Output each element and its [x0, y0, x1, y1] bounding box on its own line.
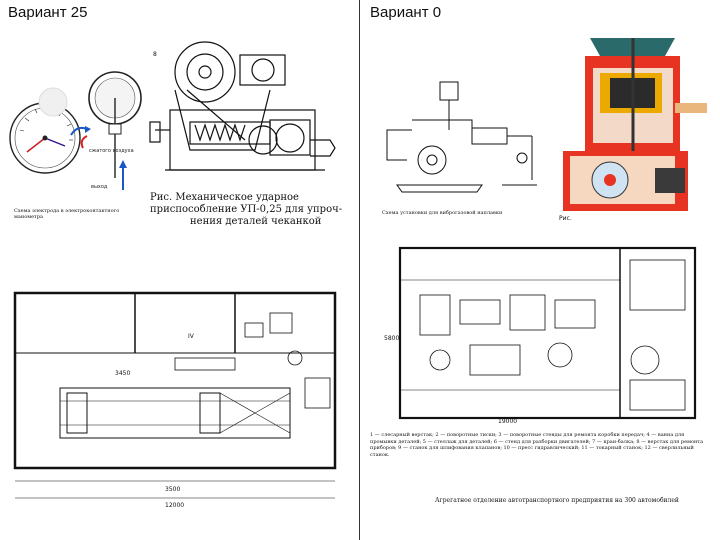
plan-legend: 1 — слесарный верстак; 2 — поворотные ти…: [370, 432, 704, 458]
workshop-floor-plan-left: 3450 3500 12000 IV: [13, 291, 337, 508]
device-caption-line-2: приспособление УП-0,25 для упроч-: [150, 204, 343, 215]
gauge-label-air: сжатого воздуха: [89, 148, 134, 154]
schematic-caption: Схема установки для виброгазовой наплавк…: [382, 210, 503, 216]
cutaway-colored-drawing: Рис.: [559, 38, 707, 222]
device-caption-line-3: нения деталей чеканкой: [190, 216, 322, 227]
device-caption-line-1: Рис. Механическое ударное: [150, 192, 299, 203]
pressure-gauge-drawing: сжатого воздуха выход: [9, 71, 142, 190]
plan-dimension-1: 3450: [115, 370, 130, 377]
device-part-label: 8: [153, 51, 157, 58]
gauge-label-out: выход: [91, 184, 108, 190]
plan-depth-dimension: 5800: [384, 335, 399, 342]
gauge-caption: Схема электрода в электроконтактного ман…: [14, 208, 120, 220]
vibration-surfacing-schematic: [386, 81, 537, 193]
slide-divider: [359, 0, 360, 540]
plan-caption: Агрегатное отделение автотранспортного п…: [435, 497, 679, 504]
left-variant-title: Вариант 25: [8, 4, 88, 21]
workshop-floor-plan-right: 19000 5800: [384, 246, 697, 425]
plan-dimension-3: 12000: [165, 502, 184, 508]
device-caption: Рис. Механическое ударное приспособление…: [150, 192, 355, 228]
plan-width-dimension: 19000: [498, 418, 517, 425]
right-variant-title: Вариант 0: [370, 4, 442, 21]
impact-device-drawing: 8: [149, 41, 336, 171]
plan-dimension-2: 3500: [165, 486, 180, 493]
plan-room-mark: IV: [188, 333, 195, 340]
cutaway-label: Рис.: [559, 215, 572, 222]
